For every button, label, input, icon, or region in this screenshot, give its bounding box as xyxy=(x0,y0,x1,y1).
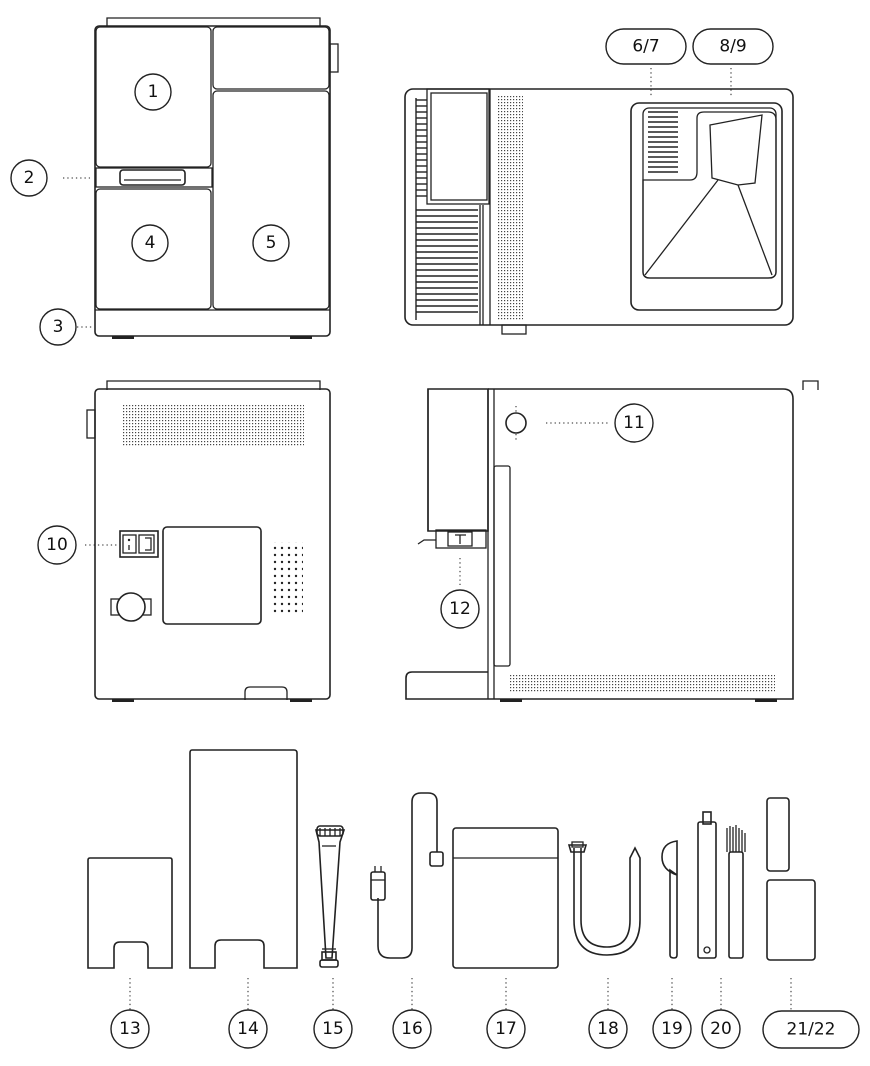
accessory-16-power-cable xyxy=(371,793,443,958)
callout-8-9: 8/9 xyxy=(693,29,773,64)
svg-text:8/9: 8/9 xyxy=(719,37,746,57)
accessory-17-manual xyxy=(453,828,558,968)
accessory-14-cover xyxy=(190,750,297,968)
accessory-15-filter xyxy=(316,826,344,967)
svg-text:3: 3 xyxy=(53,317,64,337)
front-view xyxy=(95,18,338,339)
callout-4: 4 xyxy=(132,225,168,261)
callout-17: 17 xyxy=(487,1010,525,1048)
callout-6-7: 6/7 xyxy=(606,29,686,64)
svg-text:4: 4 xyxy=(145,233,156,253)
callout-5: 5 xyxy=(253,225,289,261)
callout-1: 1 xyxy=(135,74,171,110)
svg-text:14: 14 xyxy=(237,1019,259,1039)
callout-3: 3 xyxy=(40,309,76,345)
accessory-19-scoop xyxy=(662,841,677,958)
top-view xyxy=(405,89,793,334)
svg-text:21/22: 21/22 xyxy=(787,1020,836,1040)
accessories xyxy=(88,750,815,968)
callouts: 1 2 3 4 5 6/7 8/9 10 11 12 13 14 15 16 1… xyxy=(11,29,859,1048)
svg-text:16: 16 xyxy=(401,1019,423,1039)
side-view xyxy=(406,381,818,702)
svg-text:5: 5 xyxy=(266,233,277,253)
accessory-18-hose xyxy=(569,842,640,955)
svg-text:19: 19 xyxy=(661,1019,683,1039)
accessory-21-22-cards xyxy=(767,798,815,960)
accessory-20-tools xyxy=(698,812,745,958)
callout-21-22: 21/22 xyxy=(763,1011,859,1048)
callout-15: 15 xyxy=(314,1010,352,1048)
svg-text:6/7: 6/7 xyxy=(632,37,659,57)
accessory-13-tray xyxy=(88,858,172,968)
svg-text:12: 12 xyxy=(449,599,471,619)
back-view xyxy=(87,381,330,702)
svg-text:17: 17 xyxy=(495,1019,517,1039)
callout-2: 2 xyxy=(11,160,47,196)
svg-text:10: 10 xyxy=(46,535,68,555)
callout-14: 14 xyxy=(229,1010,267,1048)
callout-20: 20 xyxy=(702,1010,740,1048)
callout-10: 10 xyxy=(38,526,76,564)
callout-19: 19 xyxy=(653,1010,691,1048)
svg-text:13: 13 xyxy=(119,1019,141,1039)
svg-text:2: 2 xyxy=(24,168,35,188)
svg-text:11: 11 xyxy=(623,413,645,433)
callout-18: 18 xyxy=(589,1010,627,1048)
callout-12: 12 xyxy=(441,590,479,628)
svg-text:1: 1 xyxy=(148,82,159,102)
svg-text:18: 18 xyxy=(597,1019,619,1039)
callout-11: 11 xyxy=(615,404,653,442)
svg-text:20: 20 xyxy=(710,1019,732,1039)
svg-text:15: 15 xyxy=(322,1019,344,1039)
callout-16: 16 xyxy=(393,1010,431,1048)
callout-13: 13 xyxy=(111,1010,149,1048)
